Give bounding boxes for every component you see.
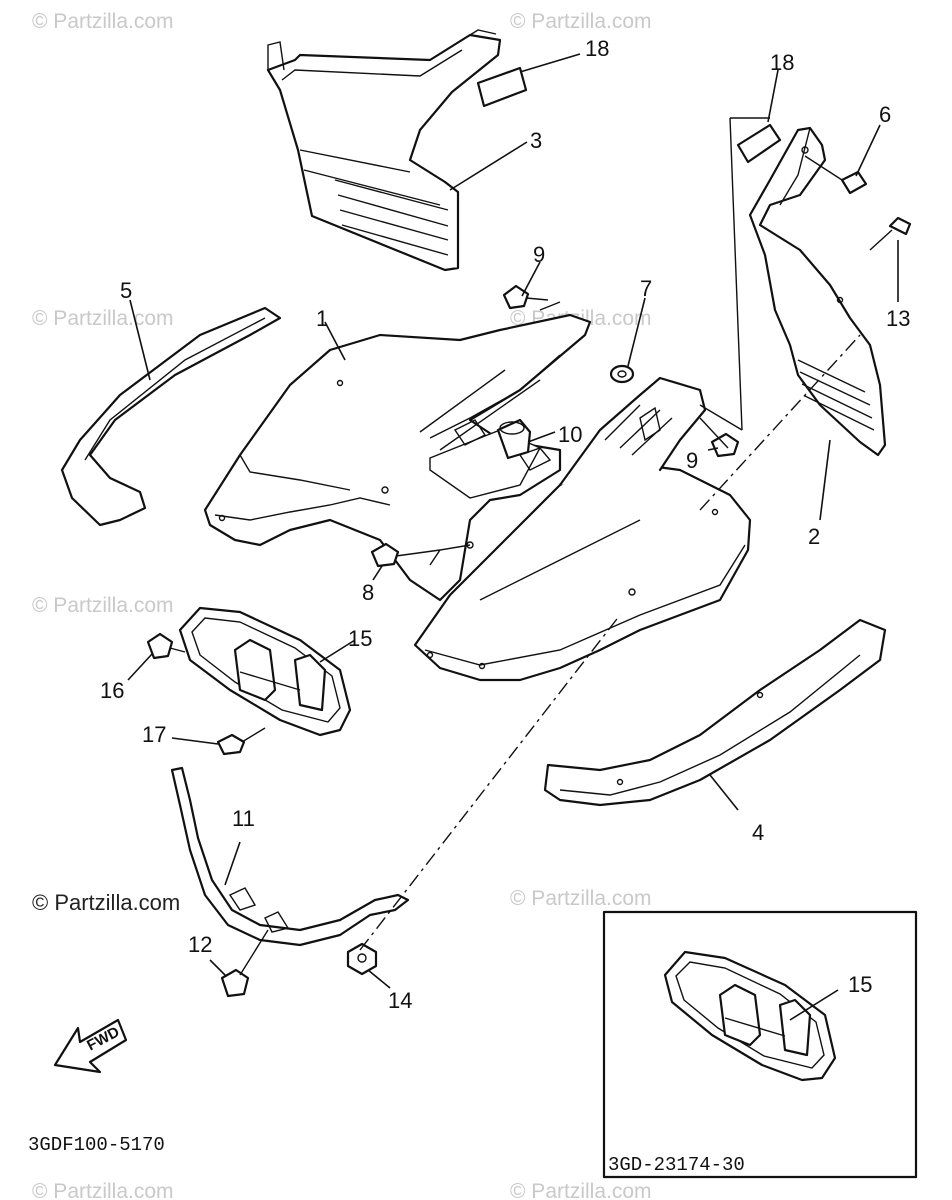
callouts: 18 3 18 6 13 5 1 9 7 10 9 2 8 15 16 17 1…: [100, 36, 910, 1013]
part-8-bolt: [370, 542, 471, 568]
part-12-bolt: [220, 929, 269, 998]
callout-12: 12: [188, 932, 212, 957]
callout-16: 16: [100, 678, 124, 703]
callout-15: 15: [348, 626, 372, 651]
part-6-bolt: [804, 155, 868, 195]
leader-lines: [127, 53, 899, 989]
part-7-washer: [609, 364, 635, 384]
part-18-right-pad: [736, 123, 782, 164]
callout-6: 6: [879, 102, 891, 127]
callout-9-lower: 9: [686, 448, 698, 473]
inset-code: 3GD-23174-30: [608, 1154, 745, 1176]
watermark-mid-left: © Partzilla.com: [32, 307, 174, 330]
callout-17: 17: [142, 722, 166, 747]
part-16-bolt: [146, 632, 186, 660]
watermark-bottom-right-2: © Partzilla.com: [510, 1180, 652, 1200]
watermark-dark: © Partzilla.com: [32, 890, 180, 915]
watermark-top-right: © Partzilla.com: [510, 10, 652, 33]
reference-lines: [359, 117, 861, 951]
callout-4: 4: [752, 820, 764, 845]
part-5-left-flap: [60, 306, 282, 527]
callout-2: 2: [808, 524, 820, 549]
callout-5: 5: [120, 278, 132, 303]
watermark-bottom-left: © Partzilla.com: [32, 1180, 174, 1200]
callout-10: 10: [558, 422, 582, 447]
part-front-fender: [413, 376, 752, 682]
diagram-code: 3GDF100-5170: [28, 1134, 165, 1156]
callout-18-right: 18: [770, 50, 794, 75]
inset-panel: 15 3GD-23174-30: [602, 910, 918, 1179]
callout-15-inset: 15: [848, 972, 872, 997]
part-9-bolt-upper: [502, 284, 549, 310]
callout-3: 3: [530, 128, 542, 153]
callout-11: 11: [232, 806, 255, 831]
inset-part-15-bracket: [663, 950, 837, 1082]
part-2-right-side-cover: [748, 126, 887, 457]
part-14-nut: [346, 942, 378, 976]
part-4-right-flap: [543, 618, 887, 807]
part-3-left-side-cover: [266, 29, 502, 272]
watermark-low-left: © Partzilla.com: [32, 594, 174, 617]
callout-7: 7: [640, 276, 652, 301]
callout-1: 1: [316, 306, 328, 331]
part-11-stay: [170, 766, 410, 947]
fwd-arrow: FWD: [53, 1018, 128, 1074]
part-18-upper-pad: [476, 66, 528, 108]
part-17-bolt: [216, 727, 266, 756]
callout-18-upper: 18: [585, 36, 609, 61]
watermark-bottom-right: © Partzilla.com: [510, 887, 652, 910]
watermark-top-left: © Partzilla.com: [32, 10, 174, 33]
callout-13: 13: [886, 306, 910, 331]
part-13-screw: [869, 216, 912, 251]
callout-8: 8: [362, 580, 374, 605]
part-15-bracket: [178, 606, 352, 737]
callout-14: 14: [388, 988, 412, 1013]
callout-9-upper: 9: [533, 242, 545, 267]
